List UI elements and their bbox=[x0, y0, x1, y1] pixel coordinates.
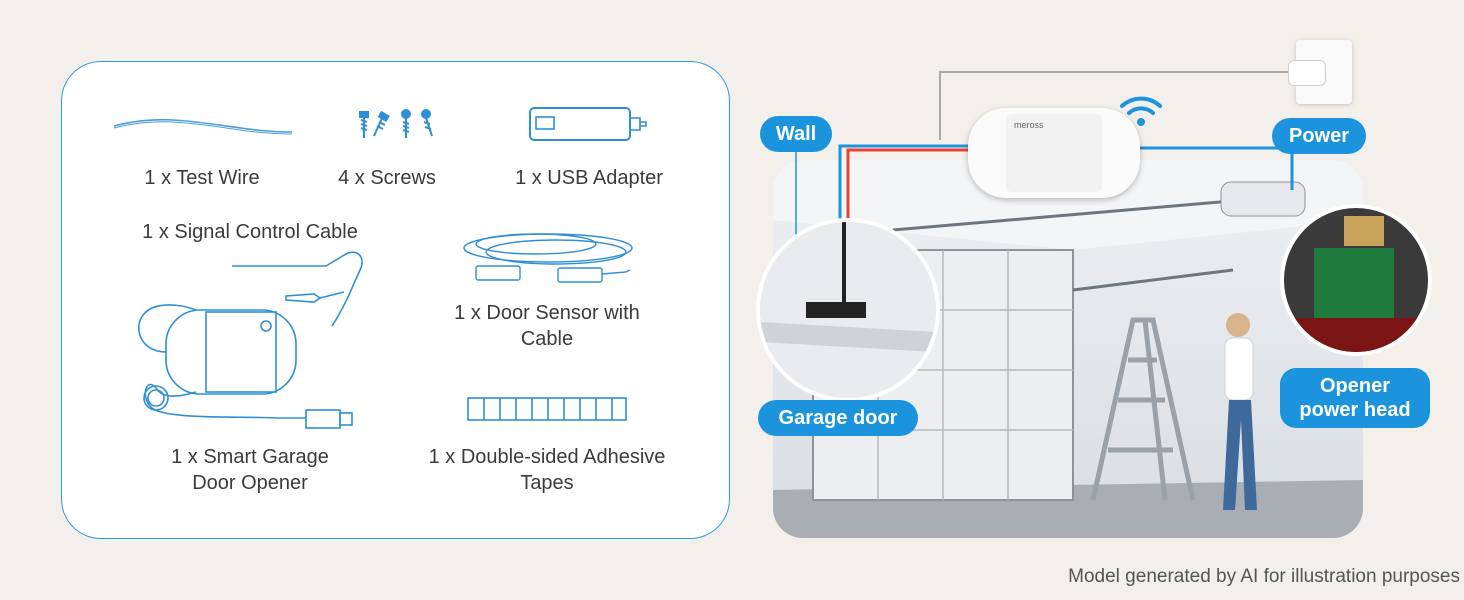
smart-opener-label-line1: 1 x Smart Garage bbox=[171, 446, 329, 468]
ai-disclaimer: Model generated by AI for illustration p… bbox=[1068, 566, 1460, 587]
screws-illustration bbox=[359, 109, 433, 138]
adhesive-tapes-label-line2: Tapes bbox=[520, 472, 574, 494]
signal-cable-label: 1 x Signal Control Cable bbox=[142, 221, 358, 243]
opener-power-head-callout: Opener power head bbox=[1280, 368, 1430, 428]
door-sensor-illustration bbox=[463, 233, 633, 283]
adhesive-tapes-label: 1 x Double-sided Adhesive Tapes bbox=[407, 444, 687, 496]
door-sensor-closeup bbox=[756, 218, 940, 402]
smart-opener-illustration bbox=[137, 251, 363, 429]
door-sensor-label: 1 x Door Sensor with Cable bbox=[437, 300, 657, 352]
usb-plug-icon bbox=[1288, 60, 1326, 86]
opener-head-closeup-drawing bbox=[1284, 208, 1428, 352]
opener-callout-line2: power head bbox=[1299, 399, 1411, 421]
wall-outlet-icon bbox=[1288, 40, 1352, 104]
wall-callout: Wall bbox=[760, 116, 832, 152]
usb-adapter-illustration bbox=[529, 107, 647, 141]
device-brand: meross bbox=[1014, 120, 1044, 130]
test-wire-illustration bbox=[113, 118, 293, 135]
smart-opener-label: 1 x Smart Garage Door Opener bbox=[140, 444, 360, 496]
usb-adapter-label: 1 x USB Adapter bbox=[515, 167, 663, 189]
smart-opener-label-line2: Door Opener bbox=[192, 472, 308, 494]
garage-scene-drawing bbox=[773, 160, 1363, 538]
wifi-icon bbox=[1120, 96, 1162, 126]
door-sensor-closeup-drawing bbox=[760, 222, 936, 398]
door-sensor-label-line2: Cable bbox=[520, 328, 574, 350]
opener-callout-line1: Opener bbox=[1319, 375, 1391, 397]
smart-opener-device: meross bbox=[968, 108, 1140, 198]
adhesive-tapes-illustration bbox=[467, 397, 627, 421]
device-label-plate: meross bbox=[1006, 114, 1102, 192]
test-wire-label: 1 x Test Wire bbox=[144, 167, 260, 189]
power-callout: Power bbox=[1272, 118, 1366, 154]
adhesive-tapes-label-line1: 1 x Double-sided Adhesive bbox=[428, 446, 666, 468]
opener-head-closeup bbox=[1280, 204, 1432, 356]
garage-door-callout: Garage door bbox=[758, 400, 918, 436]
door-sensor-label-line1: 1 x Door Sensor with bbox=[454, 302, 640, 324]
screws-label: 4 x Screws bbox=[338, 167, 436, 189]
